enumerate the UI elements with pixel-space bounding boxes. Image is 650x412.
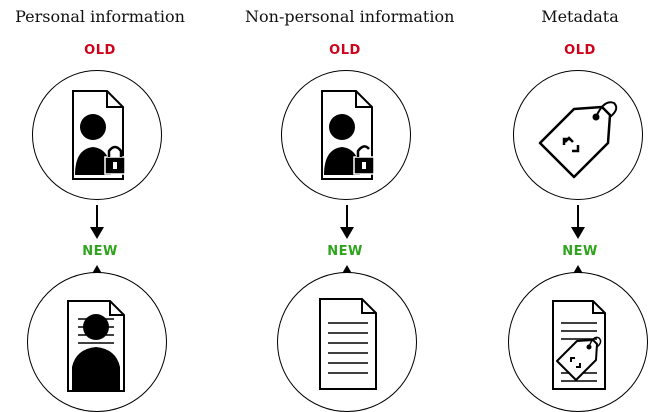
new-circle [277, 272, 417, 412]
tag-icon [539, 101, 618, 179]
old-label: OLD [329, 43, 361, 58]
down-arrow-icon [571, 205, 585, 239]
new-label: NEW [82, 244, 118, 259]
locked-person-document-icon [72, 90, 127, 181]
old-label: OLD [564, 43, 596, 58]
down-arrow-icon [340, 205, 354, 239]
locked-person-document-icon [321, 90, 376, 181]
new-label: NEW [327, 244, 363, 259]
column-title: Non-personal information [245, 7, 455, 26]
old-label: OLD [84, 43, 116, 58]
down-arrow-icon [90, 205, 104, 239]
tagged-document-icon [552, 300, 607, 391]
new-circle [508, 272, 648, 412]
new-circle [27, 272, 167, 412]
column-personal-information: Personal information OLD NEW [0, 0, 200, 412]
person-document-icon [67, 300, 126, 393]
old-circle [281, 70, 411, 200]
column-metadata: Metadata OLD NEW [480, 0, 650, 412]
old-circle [32, 70, 162, 200]
old-circle [513, 70, 643, 200]
column-non-personal-information: Non-personal information OLD NEW [245, 0, 455, 412]
column-title: Metadata [541, 7, 619, 26]
column-title: Personal information [15, 7, 185, 26]
text-document-icon [319, 298, 378, 391]
new-label: NEW [562, 244, 598, 259]
